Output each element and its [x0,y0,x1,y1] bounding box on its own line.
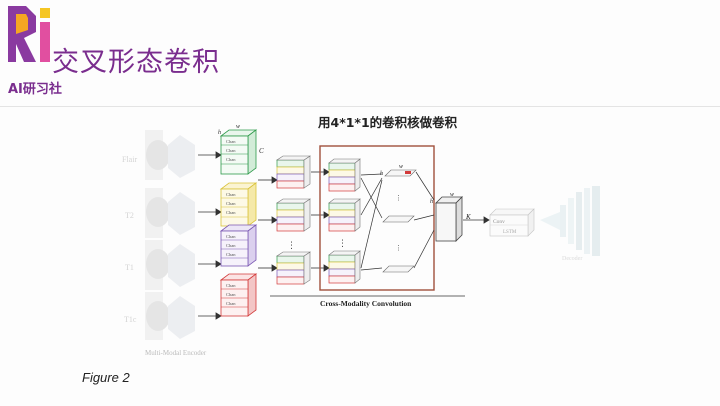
arrows-to-blocks [198,151,222,320]
stacked-slices-middle [276,198,311,232]
cmc-label: Cross-Modality Convolution [320,299,412,308]
modality-t1c: T1c [124,292,195,340]
diagram-label: h [218,130,221,136]
lstm-label: LSTM [503,230,517,235]
diagram-label: Chan [226,252,236,257]
diagram-label: C [259,147,264,155]
modality-flair: Flair [122,130,195,180]
diagram-label: K [465,213,471,221]
ai-yanxishe-logo [8,6,50,62]
modality-label-t1c: T1c [124,315,137,324]
diagram-label: Chan [226,157,236,162]
arrows-to-stacks [258,176,278,272]
cmc-kernel-stack-middle [328,198,361,232]
diagram-label: h [430,199,433,205]
modality-label-flair: Flair [122,155,137,164]
stacks-to-cmc-arrows [311,168,330,272]
modality-label-t2: T2 [125,211,134,220]
arrow-to-lstm [463,216,490,224]
diagram-label: Chan [226,210,236,215]
red-feature-block: Chan Chan Chan [219,273,258,317]
modality-brain-scans: Flair T2 T1 T1c [122,130,195,340]
modality-t1: T1 [125,240,195,290]
modality-t2: T2 [125,188,195,238]
cmc-kernel-arrows [360,171,435,271]
output-feature-cube: h w K [430,192,471,242]
decoder-label: Decoder [562,256,582,262]
title-divider [0,106,720,107]
diagram-label: Chan [226,243,236,248]
diagram-label: w [399,164,403,170]
ellipsis-dots: ⋮ [395,194,402,202]
ellipsis-dots: ⋮ [287,241,296,251]
diagram-label: Chan [226,192,236,197]
decoder-block: Decoder [540,186,600,262]
figure-title: 用4*1*1的卷积核做卷积 [318,115,458,130]
conv-lstm-block: Conv LSTM [489,208,535,237]
encoder-label: Multi-Modal Encoder [145,349,207,357]
stacked-slices-top [276,155,311,189]
slide-title: 交叉形态卷积 [52,47,220,78]
ellipsis-dots: ⋮ [395,244,402,252]
diagram-label: Chan [226,139,236,144]
purple-feature-block: Chan Chan Chan [219,224,258,267]
cross-modality-frame [319,145,435,291]
conv-label: Conv [493,219,505,225]
diagram-label: w [236,124,240,130]
yellow-feature-block: Chan Chan Chan [219,182,258,227]
diagram-label: Chan [226,292,236,297]
diagram-label: Chan [226,283,236,288]
stacked-slices-bottom [276,251,311,285]
cmc-kernel-stack-bottom [328,250,361,284]
diagram-label: Chan [226,148,236,153]
modality-label-t1: T1 [125,263,134,272]
green-feature-block: Chan Chan Chan h w C [218,124,264,175]
cmc-output-planes: ⋮ ⋮ h w [380,164,417,273]
ellipsis-dots: ⋮ [338,239,347,249]
cmc-kernel-stack-top [328,158,361,192]
figure-caption: Figure 2 [82,370,130,385]
diagram-label: Chan [226,201,236,206]
diagram-label: Chan [226,234,236,239]
diagram-label: Chan [226,301,236,306]
logo-text: AI研习社 [8,82,62,97]
diagram-label: w [450,192,454,198]
